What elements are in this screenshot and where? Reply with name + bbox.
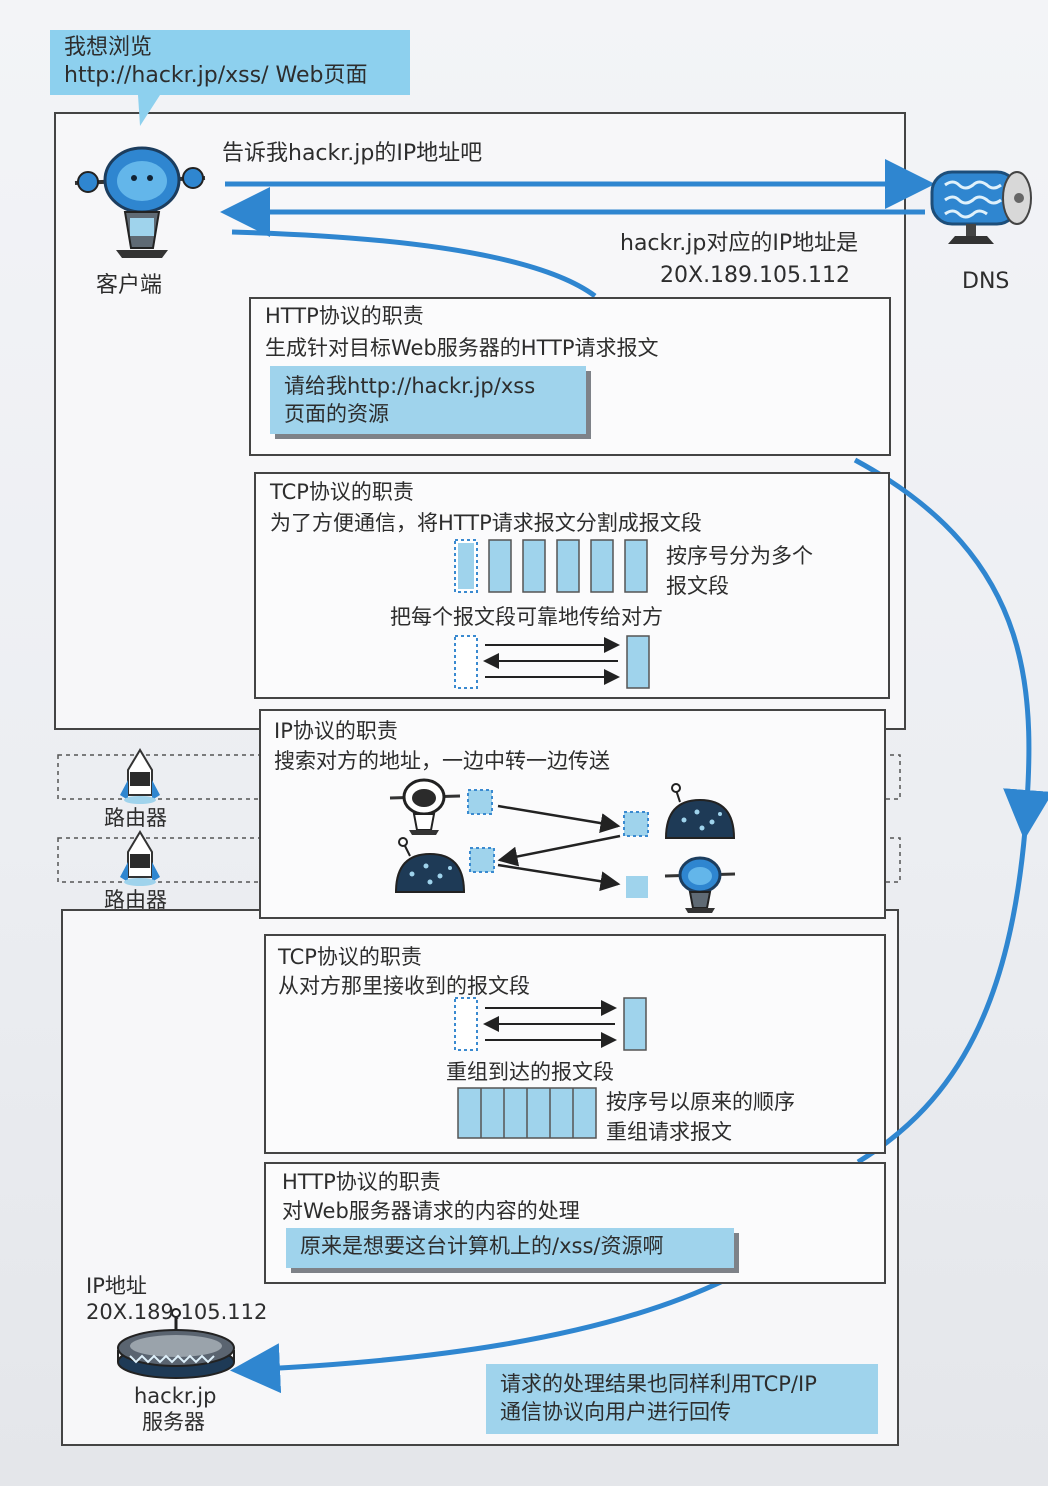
ip-desc: 搜索对方的地址，一边中转一边传送 — [274, 749, 610, 773]
router-label-1: 路由器 — [104, 806, 167, 830]
callout-bubble — [50, 30, 410, 126]
http-client-title: HTTP协议的职责 — [265, 304, 424, 328]
order-note-line-2: 重组请求报文 — [606, 1120, 732, 1144]
response-note-line-1: 请求的处理结果也同样利用TCP/IP — [500, 1372, 817, 1396]
http-client-desc: 生成针对目标Web服务器的HTTP请求报文 — [265, 336, 659, 360]
ip-server-robot-icon — [664, 856, 736, 913]
http-request-message: 请给我http://hackr.jp/xss 页面的资源 — [270, 366, 586, 434]
client-robot-icon — [74, 146, 206, 258]
router-rocket-icon-1 — [120, 748, 160, 804]
reliable-transfer-client — [454, 635, 650, 689]
client-label: 客户端 — [96, 273, 163, 298]
http-server-title: HTTP协议的职责 — [282, 1170, 441, 1194]
callout-line-2: http://hackr.jp/xss/ Web页面 — [64, 63, 368, 88]
segments-group — [454, 539, 648, 593]
response-note: 请求的处理结果也同样利用TCP/IP 通信协议向用户进行回传 — [486, 1364, 878, 1434]
segment-note-line-1: 按序号分为多个 — [666, 544, 813, 568]
dns-reply-line-1: hackr.jp对应的IP地址是 — [620, 231, 859, 256]
flow-curve-in — [856, 829, 1028, 1165]
ip-relay-group — [389, 778, 736, 913]
ip-box — [259, 709, 886, 919]
ip-client-robot-icon — [389, 778, 461, 835]
tcp-client-desc: 为了方便通信，将HTTP请求报文分割成报文段 — [270, 511, 702, 535]
router-dome-icon-1 — [664, 783, 736, 839]
tcp-server-title: TCP协议的职责 — [278, 945, 422, 969]
dns-label: DNS — [962, 269, 1010, 294]
segment-note-line-2: 报文段 — [666, 574, 729, 598]
reassemble-text: 重组到达的报文段 — [446, 1060, 614, 1084]
server-name-line-1: hackr.jp — [134, 1384, 217, 1408]
http-request-line-2: 页面的资源 — [284, 402, 389, 426]
transfer-note: 把每个报文段可靠地传给对方 — [390, 605, 663, 629]
flow-curve — [231, 229, 597, 299]
callout-line-1: 我想浏览 — [64, 35, 153, 60]
dns-reply-line-2: 20X.189.105.112 — [660, 263, 851, 288]
server-ip-label: IP地址 — [86, 1274, 147, 1298]
http-server-message: 原来是想要这台计算机上的/xss/资源啊 — [286, 1228, 734, 1268]
http-request-line-1: 请给我http://hackr.jp/xss — [284, 374, 536, 398]
ip-title: IP协议的职责 — [274, 719, 398, 743]
flow-curve-down — [853, 457, 1048, 840]
http-server-desc: 对Web服务器请求的内容的处理 — [282, 1199, 580, 1223]
reassembled-segments — [457, 1087, 597, 1139]
dns-server-icon — [930, 170, 1032, 244]
server-name-line-2: 服务器 — [142, 1410, 205, 1434]
hackr-server-icon — [117, 1308, 235, 1379]
response-arrow — [230, 1277, 727, 1394]
order-note-line-1: 按序号以原来的顺序 — [606, 1090, 795, 1114]
http-server-message-text: 原来是想要这台计算机上的/xss/资源啊 — [300, 1234, 664, 1258]
dns-request-text: 告诉我hackr.jp的IP地址吧 — [222, 141, 483, 166]
router-label-2: 路由器 — [104, 888, 167, 912]
server-ip-value: 20X.189.105.112 — [86, 1300, 268, 1324]
router-rocket-icon-2 — [120, 830, 160, 886]
tcp-client-title: TCP协议的职责 — [270, 480, 414, 504]
reliable-transfer-server — [454, 997, 647, 1051]
tcp-server-desc: 从对方那里接收到的报文段 — [278, 974, 530, 998]
router-dome-icon-2 — [394, 837, 466, 893]
response-note-line-2: 通信协议向用户进行回传 — [500, 1400, 731, 1424]
